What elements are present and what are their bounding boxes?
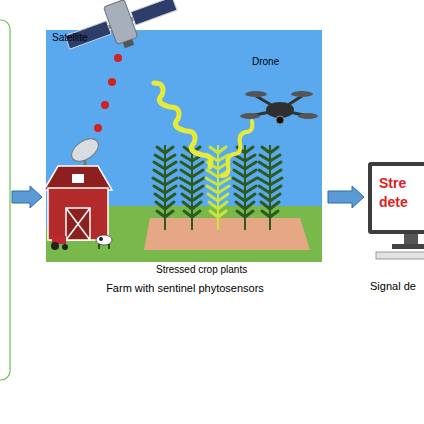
crop-plant [153, 145, 177, 230]
tractor-wheel [62, 244, 68, 250]
monitor-base [392, 244, 424, 249]
solar-panel [131, 0, 177, 25]
part-label: Satellite [52, 32, 88, 43]
tractor-wheel [51, 242, 59, 250]
sky [46, 30, 322, 262]
signal-dot [101, 101, 109, 109]
keyboard [376, 252, 424, 259]
crop-plant [180, 145, 204, 230]
cow-spot [99, 237, 103, 241]
barn-wall [48, 188, 108, 240]
part-label: Stressed crop plants [156, 264, 316, 275]
satellite-body [103, 0, 137, 45]
barn-door [66, 208, 90, 240]
satellite-dish [68, 134, 103, 166]
signal-wave [222, 121, 252, 176]
scene-caption: Farm with sentinel phytosensors [44, 282, 326, 294]
cow-leg [108, 244, 110, 249]
signal-dot [114, 54, 122, 62]
drone-camera [276, 116, 284, 124]
satellite-base [123, 39, 134, 48]
signal-dot [108, 78, 116, 86]
grass [46, 206, 322, 262]
flow-arrow [328, 186, 364, 208]
crop-plant [233, 145, 257, 230]
monitor-neck [404, 234, 418, 244]
monitor-screen [372, 166, 424, 230]
crop-plant [258, 145, 282, 230]
flow-arrow [12, 186, 42, 208]
screen-message: Stre dete [379, 174, 415, 212]
drone-icon [240, 91, 318, 124]
signal-wave [154, 83, 211, 167]
soil-bed [144, 218, 310, 250]
barn-roof [44, 166, 112, 190]
barn-window [72, 174, 84, 183]
panel-outline [0, 20, 10, 380]
computer-monitor: Stre deteSignal de [366, 160, 424, 295]
farm-scene: SatelliteDroneStressed crop plantsFarm w… [44, 28, 326, 298]
cow [96, 235, 112, 245]
drone-rotor [291, 91, 313, 97]
drone-rotor [245, 91, 267, 97]
part-label: Drone [252, 56, 279, 67]
drone-rotor [240, 113, 260, 119]
cow-leg [98, 244, 100, 249]
monitor-bezel [368, 162, 424, 234]
signal-dot [94, 124, 102, 132]
farm-illustration [44, 28, 326, 298]
door-brace [66, 208, 90, 240]
drone-rotor [298, 113, 318, 119]
monitor-caption: Signal de [370, 280, 424, 292]
